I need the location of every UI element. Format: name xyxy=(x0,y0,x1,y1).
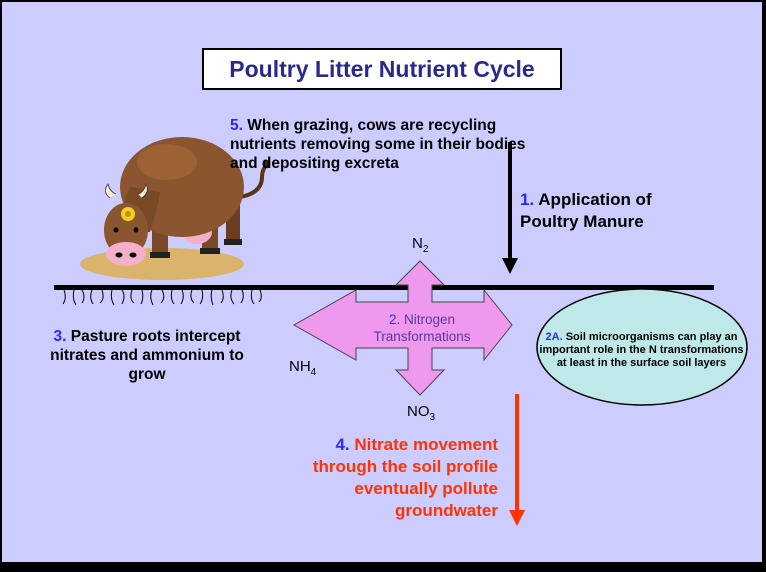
step-4-number: 4. xyxy=(335,435,350,454)
step-2-number: 2. xyxy=(388,312,401,327)
n2-label: N2 xyxy=(412,235,428,255)
step-2a-label: 2A. Soil microorganisms can play an impo… xyxy=(539,331,744,370)
nh4-label: NH4 xyxy=(289,358,316,378)
step-2a-number: 2A. xyxy=(545,331,563,343)
no3-label: NO3 xyxy=(407,403,435,423)
step-3-text: Pasture roots intercept nitrates and amm… xyxy=(50,328,244,383)
step-2-label: 2. Nitrogen Transformations xyxy=(357,311,487,345)
page-title: Poultry Litter Nutrient Cycle xyxy=(229,55,535,82)
step-5-label: 5. When grazing, cows are recycling nutr… xyxy=(230,116,540,173)
no3-sub: 3 xyxy=(429,412,436,423)
step-5-number: 5. xyxy=(230,117,243,134)
nitrate-leaching-arrow xyxy=(509,394,525,526)
manure-application-arrow xyxy=(502,142,518,274)
step-1-text: Application of Poultry Manure xyxy=(520,190,652,231)
nh4-base: NH xyxy=(289,358,311,375)
step-1-number: 1. xyxy=(520,190,535,209)
nh4-sub: 4 xyxy=(310,367,317,378)
step-4-label: 4. Nitrate movement through the soil pro… xyxy=(292,434,498,522)
step-1-label: 1. Application of Poultry Manure xyxy=(520,189,700,233)
no3-base: NO xyxy=(407,403,430,420)
title-box: Poultry Litter Nutrient Cycle xyxy=(202,48,562,90)
step-4-text: Nitrate movement through the soil profil… xyxy=(312,435,498,520)
n2-base: N xyxy=(412,235,423,252)
step-2a-text: Soil microorganisms can play an importan… xyxy=(539,331,744,369)
microorganism-oval xyxy=(536,288,748,406)
n2-sub: 2 xyxy=(422,244,429,255)
ground-line xyxy=(54,285,714,290)
root-icon xyxy=(62,289,262,306)
diagram-graphics xyxy=(54,137,748,526)
step-5-text: When grazing, cows are recycling nutrien… xyxy=(230,117,526,172)
cow-icon xyxy=(80,137,271,280)
slide: Poultry Litter Nutrient Cycle 5. When gr… xyxy=(2,2,762,562)
step-3-label: 3. Pasture roots intercept nitrates and … xyxy=(32,327,262,384)
nitrogen-cross-arrow xyxy=(292,260,513,396)
step-3-number: 3. xyxy=(53,328,67,345)
step-2-text: Nitrogen Transformations xyxy=(373,312,471,344)
